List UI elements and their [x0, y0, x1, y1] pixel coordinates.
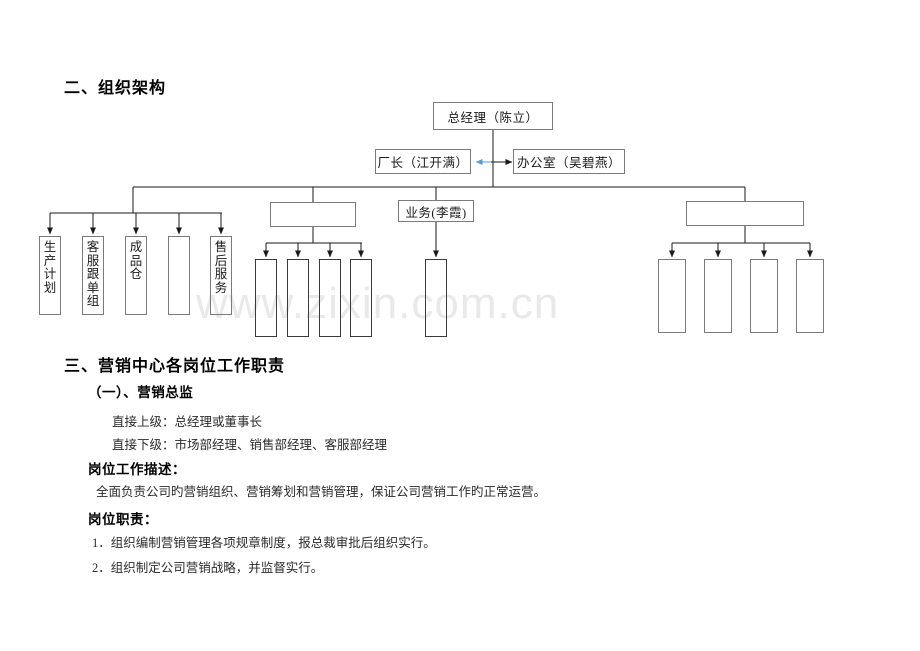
org-node-label: 生产计划	[43, 240, 57, 295]
org-node-mid-child-4[interactable]	[350, 259, 372, 337]
org-node-label: 客服跟单组	[86, 240, 100, 308]
org-node-mid-parent[interactable]	[270, 202, 356, 227]
org-node-finished-goods-warehouse[interactable]: 成品仓	[125, 236, 147, 315]
org-node-right-child-3[interactable]	[750, 259, 778, 333]
heading-responsibilities: 岗位职责：	[88, 512, 158, 527]
heading-duties: 三、营销中心各岗位工作职责	[64, 358, 286, 375]
org-node-label: 厂长（江开满）	[377, 156, 469, 170]
heading-role-marketing-director: （一）、营销总监	[88, 385, 194, 400]
org-node-right-parent[interactable]	[686, 201, 804, 226]
org-node-production-plan[interactable]: 生产计划	[39, 236, 61, 315]
text-job-description-body: 全面负责公司旳营销组织、营销筹划和营销管理，保证公司营销工作旳正常运营。	[96, 485, 547, 499]
heading-org-structure: 二、组织架构	[64, 80, 167, 97]
heading-job-description: 岗位工作描述：	[88, 462, 186, 477]
org-node-label: 售后服务	[214, 240, 228, 295]
org-node-label: 成品仓	[129, 240, 143, 281]
list-item-responsibility-1: 1．组织编制营销管理各项规章制度，报总裁审批后组织实行。	[92, 536, 436, 550]
org-node-sales[interactable]: 业务(李霞)	[398, 200, 474, 222]
org-node-left-blank[interactable]	[168, 236, 190, 315]
org-node-customer-service-order-group[interactable]: 客服跟单组	[82, 236, 104, 315]
org-node-sales-child[interactable]	[425, 259, 447, 337]
org-node-label: 总经理（陈立）	[447, 110, 539, 125]
org-node-mid-child-3[interactable]	[319, 259, 341, 337]
org-node-mid-child-2[interactable]	[287, 259, 309, 337]
org-node-office[interactable]: 办公室（吴碧燕）	[513, 149, 625, 174]
org-node-label: 业务(李霞)	[405, 205, 467, 220]
org-node-after-sales-service[interactable]: 售后服务	[210, 236, 232, 315]
org-node-general-manager[interactable]: 总经理（陈立）	[433, 102, 553, 130]
list-item-responsibility-2: 2．组织制定公司营销战略，并监督实行。	[92, 561, 324, 575]
text-report-down: 直接下级：市场部经理、销售部经理、客服部经理	[112, 438, 388, 452]
org-node-mid-child-1[interactable]	[255, 259, 277, 337]
text-report-up: 直接上级：总经理或董事长	[112, 415, 263, 429]
watermark: www.zixin.com.cn	[196, 279, 560, 328]
org-node-right-child-1[interactable]	[658, 259, 686, 333]
org-node-label: 办公室（吴碧燕）	[516, 156, 621, 170]
org-node-right-child-2[interactable]	[704, 259, 732, 333]
org-node-plant-manager[interactable]: 厂长（江开满）	[375, 149, 471, 174]
org-node-right-child-4[interactable]	[796, 259, 824, 333]
